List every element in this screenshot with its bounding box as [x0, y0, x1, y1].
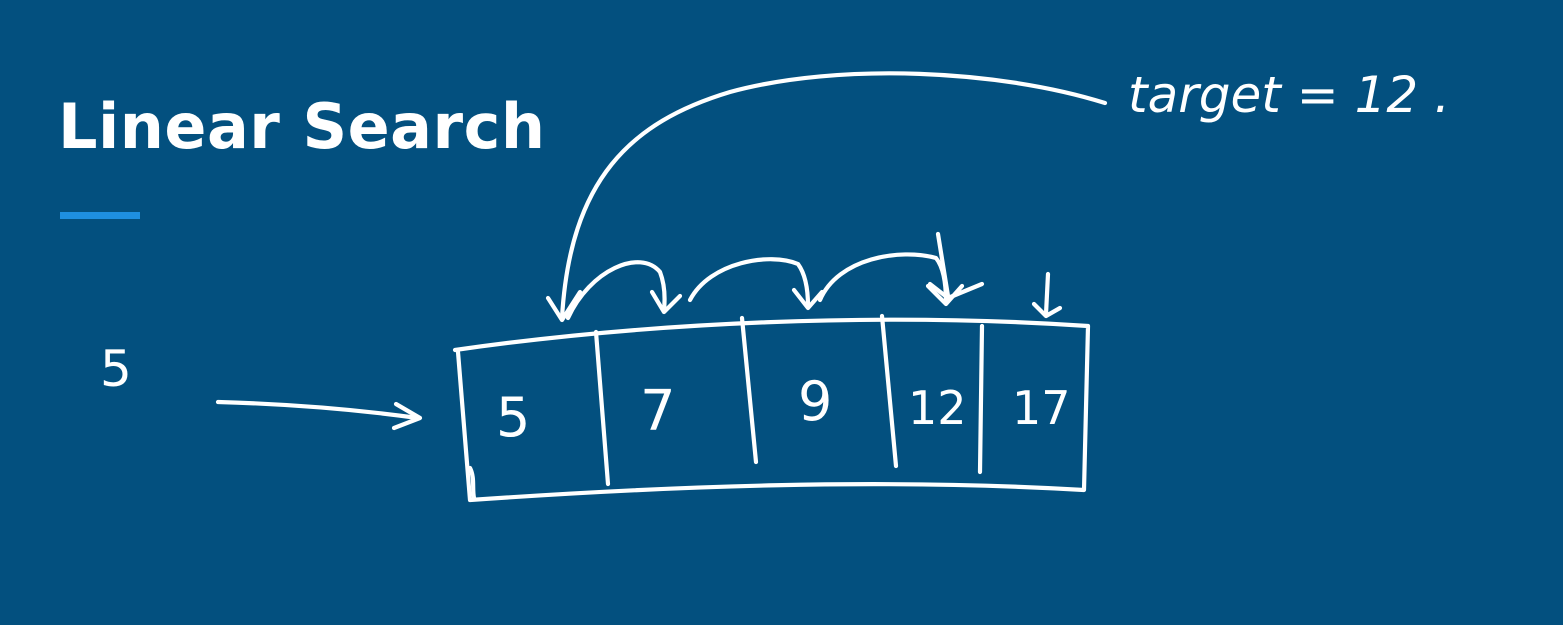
- step-arrow-1: [565, 260, 667, 321]
- step-arrow-2: [687, 257, 811, 309]
- array-box: [452, 317, 1091, 503]
- down-arrow-cell-4: [927, 231, 985, 301]
- step-arrow-3: [817, 252, 949, 305]
- target-arrow: [559, 71, 1108, 321]
- input-arrow-head: [391, 401, 423, 431]
- target-label: target = 12 .: [1128, 66, 1450, 124]
- array-cell-value: 17: [1012, 381, 1071, 435]
- step-arrow-3-head: [925, 283, 965, 307]
- array-box-inner-bottom: [467, 465, 477, 501]
- input-arrow: [215, 399, 421, 421]
- array-cell-value: 12: [908, 381, 967, 435]
- array-divider-3: [879, 313, 899, 469]
- down-arrow-cell-5: [1031, 271, 1063, 319]
- slide-title: Linear Search: [58, 90, 546, 163]
- array-cell-value: 9: [798, 370, 832, 433]
- step-arrow-1-head: [649, 289, 683, 315]
- target-arrow-head: [545, 289, 583, 323]
- array-cell-value: 5: [496, 386, 530, 449]
- array-divider-4: [977, 323, 985, 475]
- step-arrow-2-head: [791, 287, 825, 311]
- title-accent-bar: [60, 212, 140, 219]
- array-cell-value: 7: [640, 379, 676, 444]
- input-value: 5: [100, 340, 132, 398]
- array-divider-2: [739, 315, 759, 465]
- array-divider-1: [593, 329, 611, 487]
